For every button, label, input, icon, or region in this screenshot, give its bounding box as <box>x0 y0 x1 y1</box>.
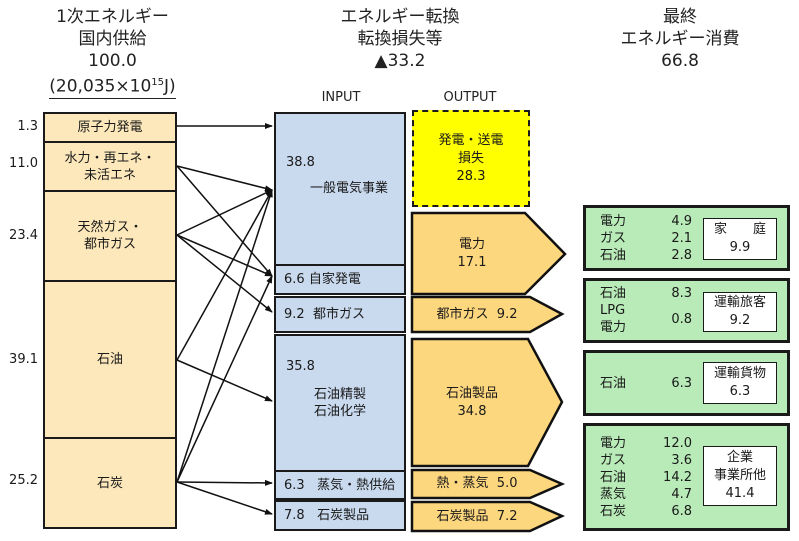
output-electricity: 電力 17.1 <box>457 236 487 270</box>
arrow-coal-to-utility <box>176 189 273 483</box>
final-item: LPG <box>600 303 626 318</box>
primary-supply-title-1: 1次エネルギー <box>56 7 169 27</box>
source-nuclear: 原子力発電 <box>43 112 177 143</box>
source-value: 1.3 <box>17 119 38 134</box>
source-oil: 石油 <box>43 280 177 439</box>
arrow-coal-to-private <box>176 275 273 483</box>
arrow-oil-to-utility <box>176 189 273 361</box>
final-title-1: 最終 <box>663 7 697 27</box>
primary-supply-title-2: 国内供給 <box>78 29 147 49</box>
output-coal-products: 石炭製品 7.2 <box>436 508 518 524</box>
sector-tag-transport-freight: 運輸貨物 6.3 <box>703 362 777 404</box>
conversion-value: ▲33.2 <box>374 51 426 71</box>
output-electricity-shape <box>410 211 567 296</box>
input-column-label: INPUT <box>321 90 361 105</box>
sector-tag-transport-passenger: 運輸旅客 9.2 <box>703 292 777 332</box>
output-citygas-shape <box>410 295 565 334</box>
output-column-label: OUTPUT <box>443 90 497 105</box>
sector-tag-industry-business: 企業 事業所他 41.4 <box>703 446 777 506</box>
output-oil-products: 石油製品 34.8 <box>445 385 498 419</box>
output-heat-steam-shape <box>410 468 566 500</box>
primary-supply-header: 1次エネルギー 国内供給 100.0 (20,035×1015J) <box>10 6 215 99</box>
source-hydro-renewable: 水力・再エネ・ 未活エネ <box>43 141 177 192</box>
final-title-2: エネルギー消費 <box>620 29 740 49</box>
sector-tag-household: 家 庭 9.9 <box>703 218 777 260</box>
arrow-gas-to-private <box>176 234 273 277</box>
conversion-title-2: 転換損失等 <box>357 29 443 49</box>
input-private-power: 6.6 自家発電 <box>274 264 406 295</box>
source-coal: 石炭 <box>43 437 177 529</box>
input-coal-products: 7.8 石炭製品 <box>274 500 406 531</box>
primary-supply-unit: (20,035×1015J) <box>49 72 176 99</box>
final-consumption-header: 最終 エネルギー消費 66.8 <box>580 6 780 72</box>
output-generation-loss: 発電・送電 損失 28.3 <box>412 110 530 207</box>
arrow-coal-to-steam <box>176 479 273 486</box>
input-steam-heat: 6.3 蒸気・熱供給 <box>274 470 406 500</box>
output-heat-steam: 熱・蒸気 5.0 <box>436 476 518 491</box>
input-oil-refining: 35.8 石油精製 石油化学 <box>274 334 406 472</box>
arrow-hydro-to-private <box>176 165 273 277</box>
arrow-hydro-to-utility <box>176 165 273 192</box>
source-value: 11.0 <box>9 156 38 171</box>
arrow-gas-to-utility <box>176 189 273 236</box>
source-value: 25.2 <box>9 473 38 488</box>
output-oilproducts-shape <box>410 337 564 468</box>
source-value: 23.4 <box>9 228 38 243</box>
output-coalproducts-shape <box>410 500 566 533</box>
conversion-title-1: エネルギー転換 <box>340 7 460 27</box>
source-value: 39.1 <box>9 352 38 367</box>
output-city-gas: 都市ガス 9.2 <box>436 306 518 322</box>
input-general-electric-utility: 38.8 一般電気事業 <box>274 112 406 266</box>
arrow-coal-to-coalproducts <box>176 481 273 515</box>
final-value: 66.8 <box>661 51 699 71</box>
input-city-gas: 9.2 都市ガス <box>274 296 406 333</box>
conversion-header: エネルギー転換 転換損失等 ▲33.2 <box>300 6 500 72</box>
primary-supply-value: 100.0 <box>88 51 137 71</box>
